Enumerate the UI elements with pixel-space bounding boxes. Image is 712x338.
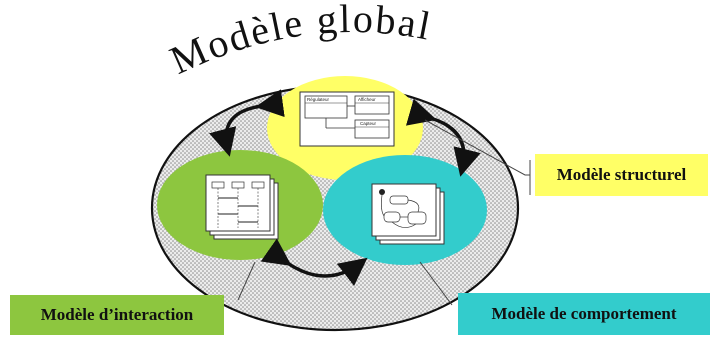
interaction-model-label: Modèle d’interaction <box>10 295 224 335</box>
class-capteur: Capteur <box>360 121 377 126</box>
state-diagram-icon <box>371 183 445 245</box>
class-diagram-icon: Régulateur Afficheur Capteur <box>299 91 395 147</box>
behavior-model-label: Modèle de comportement <box>458 293 710 335</box>
class-regulateur: Régulateur <box>307 97 330 102</box>
behavior-leader-line <box>419 261 453 306</box>
sequence-diagram-icon <box>205 174 279 240</box>
class-afficheur: Afficheur <box>358 97 376 102</box>
structural-model-label: Modèle structurel <box>535 154 708 196</box>
interaction-leader-line <box>237 261 256 301</box>
interaction-behavior-arrow <box>260 238 368 286</box>
interaction-structural-arrow <box>209 89 285 157</box>
diagram-title: Modèle global <box>163 0 435 83</box>
structural-behavior-arrow <box>405 98 481 177</box>
diagram-title-text: Modèle global <box>163 0 433 83</box>
structural-leader-line <box>424 119 530 176</box>
